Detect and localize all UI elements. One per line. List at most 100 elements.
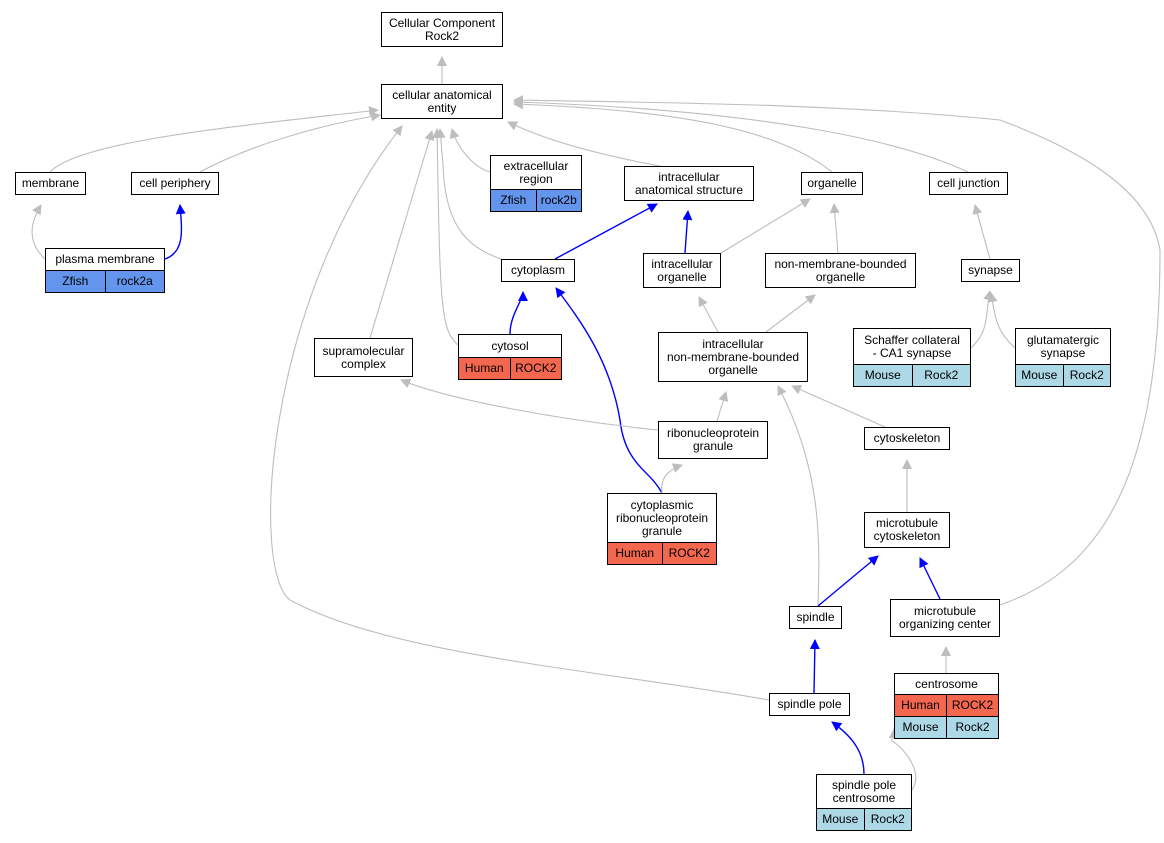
edge-spc-to-spindle-pole bbox=[831, 721, 865, 775]
edge-intracellular-organelle-to-organelle bbox=[720, 198, 811, 254]
node-cell-junction[interactable]: cell junction bbox=[929, 172, 1008, 195]
annotation-row: Mouse Rock2 bbox=[1016, 364, 1110, 386]
node-label: ribonucleoprotein granule bbox=[666, 426, 760, 453]
node-spindle-pole[interactable]: spindle pole bbox=[769, 693, 850, 716]
gene-cell: ROCK2 bbox=[946, 695, 998, 716]
edge-spindle-to-inmb-organelle bbox=[777, 385, 820, 607]
species-cell: Human bbox=[464, 361, 504, 375]
node-label: cell junction bbox=[937, 176, 1000, 190]
species-cell: Human bbox=[901, 698, 940, 712]
edge-nmb-organelle-to-organelle bbox=[829, 203, 840, 254]
annotation-row: Human ROCK2 bbox=[608, 542, 716, 564]
node-mtoc[interactable]: microtubule organizing center bbox=[890, 599, 1000, 637]
gene-cell: Rock2 bbox=[911, 365, 971, 386]
edge-mtoc-to-cae bbox=[513, 95, 1161, 606]
node-label: synapse bbox=[968, 263, 1013, 277]
node-spindle[interactable]: spindle bbox=[789, 606, 842, 629]
node-label: plasma membrane bbox=[55, 252, 155, 266]
node-cytoskeleton[interactable]: cytoskeleton bbox=[864, 427, 950, 450]
node-label: extracellular region bbox=[503, 158, 569, 186]
species-cell: Zfish bbox=[62, 274, 89, 288]
edge-inmb-organelle-to-nmb-organelle bbox=[765, 294, 816, 333]
node-label: cytosol bbox=[491, 338, 529, 353]
node-cell-periphery[interactable]: cell periphery bbox=[131, 172, 219, 195]
node-intracellular-organelle[interactable]: intracellular organelle bbox=[643, 253, 721, 288]
node-label: intracellular organelle bbox=[651, 256, 713, 284]
node-intracellular-anatomical-structure[interactable]: intracellular anatomical structure bbox=[624, 166, 754, 201]
edge-glutamatergic-to-synapse bbox=[987, 292, 1016, 349]
node-rnp-granule[interactable]: ribonucleoprotein granule bbox=[658, 421, 768, 459]
node-label: spindle bbox=[796, 610, 835, 624]
edge-synapse-to-cell-junction bbox=[972, 204, 991, 260]
node-label: cellular anatomical entity bbox=[392, 87, 492, 115]
node-label: spindle pole bbox=[777, 697, 842, 711]
annotation-row: Zfish rock2a bbox=[46, 270, 164, 292]
gene-cell: rock2a bbox=[104, 271, 165, 292]
edge-cytosol-to-cae bbox=[432, 128, 459, 346]
species-cell: Zfish bbox=[500, 193, 527, 207]
node-microtubule-cytoskeleton[interactable]: microtubule cytoskeleton bbox=[864, 512, 950, 548]
node-membrane[interactable]: membrane bbox=[15, 172, 86, 195]
annotation-row: Human ROCK2 bbox=[895, 694, 998, 716]
node-cae[interactable]: cellular anatomical entity bbox=[381, 84, 503, 119]
edge-membrane-to-cae bbox=[49, 106, 379, 173]
edge-spindle-to-microtubule-cytoskeleton bbox=[817, 555, 879, 607]
edge-cytosol-to-cytoplasm bbox=[509, 291, 528, 335]
node-label: cytoplasmic ribonucleoprotein granule bbox=[615, 497, 709, 538]
edge-extracellular-region-to-cae bbox=[449, 128, 491, 173]
node-label: supramolecular complex bbox=[322, 343, 405, 371]
node-nmb-organelle[interactable]: non-membrane-bounded organelle bbox=[765, 253, 916, 288]
node-label: intracellular non-membrane-bounded organ… bbox=[666, 336, 800, 377]
node-label: membrane bbox=[21, 176, 80, 190]
node-inmb-organelle[interactable]: intracellular non-membrane-bounded organ… bbox=[658, 332, 808, 382]
edge-cytoskeleton-to-inmb-organelle bbox=[791, 385, 886, 428]
edge-cytoplasm-to-cae bbox=[435, 128, 511, 263]
edge-intracellular-organelle-to-intracellular-anatomical-structure bbox=[682, 210, 693, 254]
node-label: Cellular Component Rock2 bbox=[388, 15, 496, 43]
node-cc-root[interactable]: Cellular Component Rock2 bbox=[381, 12, 503, 47]
gene-cell: rock2b bbox=[535, 190, 582, 211]
node-label: cell periphery bbox=[139, 176, 211, 190]
species-cell: Human bbox=[615, 546, 655, 560]
gene-cell: Rock2 bbox=[946, 717, 998, 738]
edge-spindle-pole-to-cae bbox=[270, 125, 770, 701]
node-organelle[interactable]: organelle bbox=[801, 172, 863, 195]
gene-cell: Rock2 bbox=[1062, 365, 1111, 386]
gene-cell: ROCK2 bbox=[509, 358, 562, 379]
edge-supramolecular-complex-to-cae bbox=[369, 130, 435, 339]
species-cell: Mouse bbox=[822, 812, 859, 826]
edge-inmb-organelle-to-intracellular-organelle bbox=[698, 296, 719, 333]
edge-schaffer-to-synapse bbox=[970, 290, 994, 349]
edge-rnp-granule-to-supramolecular-complex bbox=[400, 378, 659, 431]
node-synapse[interactable]: synapse bbox=[961, 259, 1020, 282]
node-label: microtubule cytoskeleton bbox=[873, 516, 941, 543]
node-supramolecular-complex[interactable]: supramolecular complex bbox=[314, 338, 413, 377]
annotation-row: Mouse Rock2 bbox=[854, 364, 970, 386]
species-cell: Mouse bbox=[1021, 368, 1058, 382]
annotation-row: Human ROCK2 bbox=[459, 357, 561, 379]
node-label: cytoskeleton bbox=[873, 431, 941, 445]
node-label: Schaffer collateral - CA1 synapse bbox=[864, 332, 960, 360]
gene-cell: ROCK2 bbox=[661, 543, 717, 564]
node-label: non-membrane-bounded organelle bbox=[774, 256, 907, 284]
node-label: glutamatergic synapse bbox=[1026, 332, 1100, 360]
edge-crnp-granule-to-cytoplasm bbox=[555, 287, 663, 494]
species-cell: Mouse bbox=[864, 368, 901, 382]
edge-plasma-membrane-to-cell-periphery bbox=[164, 204, 186, 260]
node-cytoplasm[interactable]: cytoplasm bbox=[501, 259, 575, 282]
edge-cell-junction-to-cae bbox=[513, 97, 969, 173]
edge-cytoplasm-to-intracellular-anatomical-structure bbox=[554, 203, 658, 260]
node-label: microtubule organizing center bbox=[898, 604, 992, 631]
edge-mtoc-to-microtubule-cytoskeleton bbox=[919, 557, 941, 600]
